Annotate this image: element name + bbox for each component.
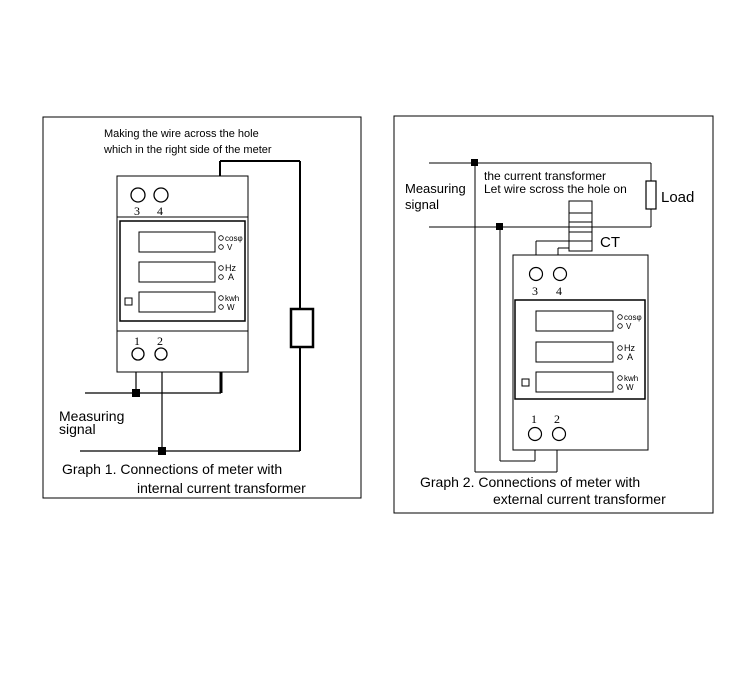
load-label: Load <box>661 189 694 206</box>
indicator-hz: Hz <box>624 343 635 353</box>
graph-1-note-line-2: which in the right side of the meter <box>103 144 272 156</box>
indicator-w: W <box>227 303 235 312</box>
terminal-4-label: 4 <box>556 284 562 298</box>
indicator-a: A <box>627 352 633 362</box>
junction-dot-icon <box>496 223 503 230</box>
indicator-v: V <box>626 322 632 331</box>
terminal-2-label: 2 <box>554 412 560 426</box>
meter-2-display-panel <box>514 299 646 400</box>
indicator-kwh: kwh <box>624 374 638 383</box>
graph-1-measuring-line-1: Measuring <box>59 408 124 424</box>
current-transformer-icon <box>568 200 593 252</box>
meter-2: 3 4 cosφ V Hz A kwh W 1 2 <box>512 254 649 451</box>
indicator-cos: cosφ <box>624 313 642 322</box>
graph-1-wiring <box>80 160 315 452</box>
terminal-2-icon <box>551 426 567 442</box>
ct-label: CT <box>600 234 620 251</box>
graph-2-ct-line-1: the current transformer <box>484 169 606 183</box>
junction-dot-icon <box>471 159 478 166</box>
graph-2-caption-line-1: Graph 2. Connections of meter with <box>420 474 640 490</box>
indicator-a: A <box>228 272 234 282</box>
graph-1: Making the wire across the hole which in… <box>42 116 362 499</box>
indicator-kwh: kwh <box>225 294 239 303</box>
indicator-hz: Hz <box>225 263 236 273</box>
load-box-icon <box>645 180 657 210</box>
terminal-2-label: 2 <box>157 334 163 348</box>
meter-2-button-icon <box>521 378 530 387</box>
meter-1: 3 4 cosφ V Hz A kwh W 1 2 <box>116 175 249 373</box>
meter-2-display-row-1 <box>535 310 614 332</box>
graph-2-measuring-line-2: signal <box>405 197 439 212</box>
meter-1-display-panel <box>119 220 246 322</box>
graph-1-caption-line-2: internal current transformer <box>137 480 306 496</box>
graph-1-caption-line-1: Graph 1. Connections of meter with <box>62 461 282 477</box>
graph-2: the current transformer Let wire scross … <box>393 115 714 514</box>
graph-1-note-line-1: Making the wire across the hole <box>104 128 259 140</box>
meter-1-display-row-1 <box>138 231 216 253</box>
graph-2-wiring <box>429 162 652 473</box>
terminal-3-label: 3 <box>532 284 538 298</box>
graph-2-ct-line-2: Let wire scross the hole on <box>484 182 627 196</box>
graph-1-measuring-line-2: signal <box>59 421 96 437</box>
terminal-1-icon <box>527 426 543 442</box>
graph-2-measuring-line-1: Measuring <box>405 181 466 196</box>
graph-1-frame <box>42 116 362 499</box>
meter-1-display-row-3 <box>138 291 216 313</box>
terminal-3-label: 3 <box>134 204 140 218</box>
load-resistor-icon <box>289 307 315 349</box>
terminal-4-icon <box>552 266 568 282</box>
indicator-v: V <box>227 243 233 252</box>
meter-1-button-icon <box>124 297 133 306</box>
junction-dot-icon <box>158 447 166 455</box>
indicator-cos: cosφ <box>225 234 243 243</box>
terminal-1-icon <box>131 347 145 361</box>
meter-1-display-row-2 <box>138 261 216 283</box>
terminal-2-icon <box>154 347 168 361</box>
terminal-1-label: 1 <box>134 334 140 348</box>
terminal-3-icon <box>130 187 146 203</box>
indicator-w: W <box>626 383 634 392</box>
terminal-3-icon <box>528 266 544 282</box>
terminal-4-label: 4 <box>157 204 163 218</box>
terminal-1-label: 1 <box>531 412 537 426</box>
meter-2-display-row-2 <box>535 341 614 363</box>
meter-2-display-row-3 <box>535 371 614 393</box>
graph-2-frame <box>393 115 714 514</box>
junction-dot-icon <box>132 389 140 397</box>
terminal-4-icon <box>153 187 169 203</box>
graph-2-caption-line-2: external current transformer <box>493 491 666 507</box>
